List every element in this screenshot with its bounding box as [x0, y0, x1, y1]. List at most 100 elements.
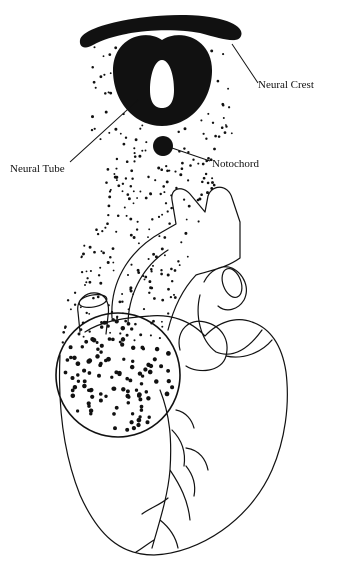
- crest-cell-dot: [82, 252, 85, 255]
- crest-cell-dot: [138, 155, 141, 158]
- crest-cell-dot: [211, 177, 213, 179]
- crest-cell-dot: [163, 191, 165, 193]
- heart-crest-cell-dot: [138, 415, 141, 418]
- heart-crest-cell-dot: [121, 387, 125, 391]
- crest-cell-dot: [200, 193, 203, 196]
- crest-cell-dot: [159, 193, 161, 195]
- heart-crest-cell-dot: [88, 371, 92, 375]
- crest-cell-dot: [158, 216, 160, 218]
- crest-cell-dot: [85, 281, 87, 283]
- crest-cell-dot: [86, 270, 88, 272]
- crest-cell-dot: [130, 169, 133, 172]
- crest-cell-dot: [167, 288, 170, 291]
- crest-cell-dot: [167, 210, 169, 212]
- crest-cell-dot: [88, 313, 90, 315]
- heart-crest-cell-dot: [112, 387, 116, 391]
- crest-cell-dot: [97, 296, 100, 299]
- crest-cell-dot: [202, 163, 205, 166]
- crest-cell-dot: [108, 195, 111, 198]
- crest-cell-dot: [122, 183, 124, 185]
- crest-cell-dot: [89, 330, 91, 332]
- crest-cell-dot: [213, 148, 216, 151]
- crest-cell-dot: [129, 286, 132, 289]
- crest-cell-dot: [167, 274, 170, 277]
- crest-cell-dot: [143, 308, 145, 310]
- crest-cell-dot: [139, 128, 141, 130]
- crest-cell-dot: [96, 341, 99, 344]
- crest-cell-dot: [99, 282, 102, 285]
- crest-cell-dot: [157, 167, 160, 170]
- crest-cell-dot: [105, 111, 108, 114]
- crest-cell-dot: [126, 215, 128, 217]
- crest-cell-dot: [108, 132, 110, 134]
- crest-cell-dot: [150, 334, 152, 336]
- crest-cell-dot: [125, 136, 127, 138]
- crest-cell-dot: [109, 256, 112, 259]
- heart-crest-cell-dot: [89, 412, 92, 415]
- heart-crest-cell-dot: [81, 345, 84, 348]
- crest-cell-dot: [100, 75, 103, 78]
- crest-cell-dot: [183, 198, 185, 200]
- crest-cell-dot: [151, 218, 153, 220]
- crest-cell-dot: [109, 92, 112, 95]
- crest-cell-dot: [62, 331, 65, 334]
- neural-crest-leader: [232, 44, 258, 83]
- neural-crest-label: Neural Crest: [258, 80, 314, 91]
- crest-cell-dot: [94, 128, 96, 130]
- heart-crest-cell-dot: [149, 364, 153, 368]
- crest-cell-dot: [108, 91, 110, 93]
- crest-cell-dot: [99, 267, 101, 269]
- crest-cell-dot: [109, 332, 111, 334]
- crest-cell-dot: [93, 81, 96, 84]
- crest-cell-dot: [113, 270, 115, 272]
- neural-tube-shape: [113, 35, 212, 126]
- heart-crest-cell-dot: [76, 373, 79, 376]
- heart-crest-cell-dot: [76, 361, 81, 366]
- crest-cell-dot: [135, 138, 138, 141]
- crest-cell-dot: [112, 262, 114, 264]
- crest-cell-dot: [187, 256, 189, 258]
- crest-cell-dot: [154, 179, 156, 181]
- crest-cell-dot: [74, 304, 76, 306]
- heart-crest-cell-dot: [140, 382, 143, 385]
- crest-cell-dot: [177, 131, 179, 133]
- crest-cell-dot: [117, 184, 120, 187]
- crest-cell-dot: [168, 222, 171, 225]
- notochord-leader: [172, 148, 210, 161]
- heart-crest-cell-dot: [83, 379, 87, 383]
- crest-cell-dot: [133, 202, 135, 204]
- crest-cell-dot: [171, 280, 173, 282]
- heart-crest-cell-dot: [136, 423, 140, 427]
- crest-cell-dot: [180, 241, 182, 243]
- crest-cell-dot: [127, 274, 129, 276]
- crest-cell-dot: [147, 236, 149, 238]
- crest-cell-dot: [139, 191, 141, 193]
- crest-cell-dot: [110, 72, 112, 74]
- crest-cell-dot: [158, 235, 160, 237]
- crest-cell-dot: [201, 49, 203, 51]
- crest-cell-dot: [133, 190, 135, 192]
- crest-cell-dot: [89, 281, 92, 284]
- crest-cell-dot: [144, 278, 146, 280]
- heart-crest-cell-dot: [130, 327, 133, 330]
- crest-cell-dot: [90, 270, 92, 272]
- crest-cell-dot: [131, 177, 133, 179]
- crest-cell-dot: [128, 197, 131, 200]
- crest-cell-dot: [145, 141, 147, 143]
- vena-cava-stub: [78, 293, 109, 316]
- crest-cell-dot: [170, 296, 172, 298]
- heart-crest-cell-dot: [131, 360, 134, 363]
- crest-cell-dot: [127, 193, 130, 196]
- crest-cell-dot: [99, 138, 101, 140]
- crest-cell-dot: [129, 218, 132, 221]
- crest-cell-dot: [101, 230, 103, 232]
- crest-cell-dot: [116, 158, 118, 160]
- heart-crest-cell-dot: [104, 395, 107, 398]
- crest-cell-dot: [168, 170, 170, 172]
- crest-cell-dot: [86, 312, 88, 314]
- crest-cell-dot: [174, 296, 177, 299]
- crest-cell-dot: [150, 270, 152, 272]
- heart-crest-cell-dot: [92, 338, 97, 343]
- crest-cell-dot: [227, 88, 229, 90]
- crest-cell-dot: [187, 179, 189, 181]
